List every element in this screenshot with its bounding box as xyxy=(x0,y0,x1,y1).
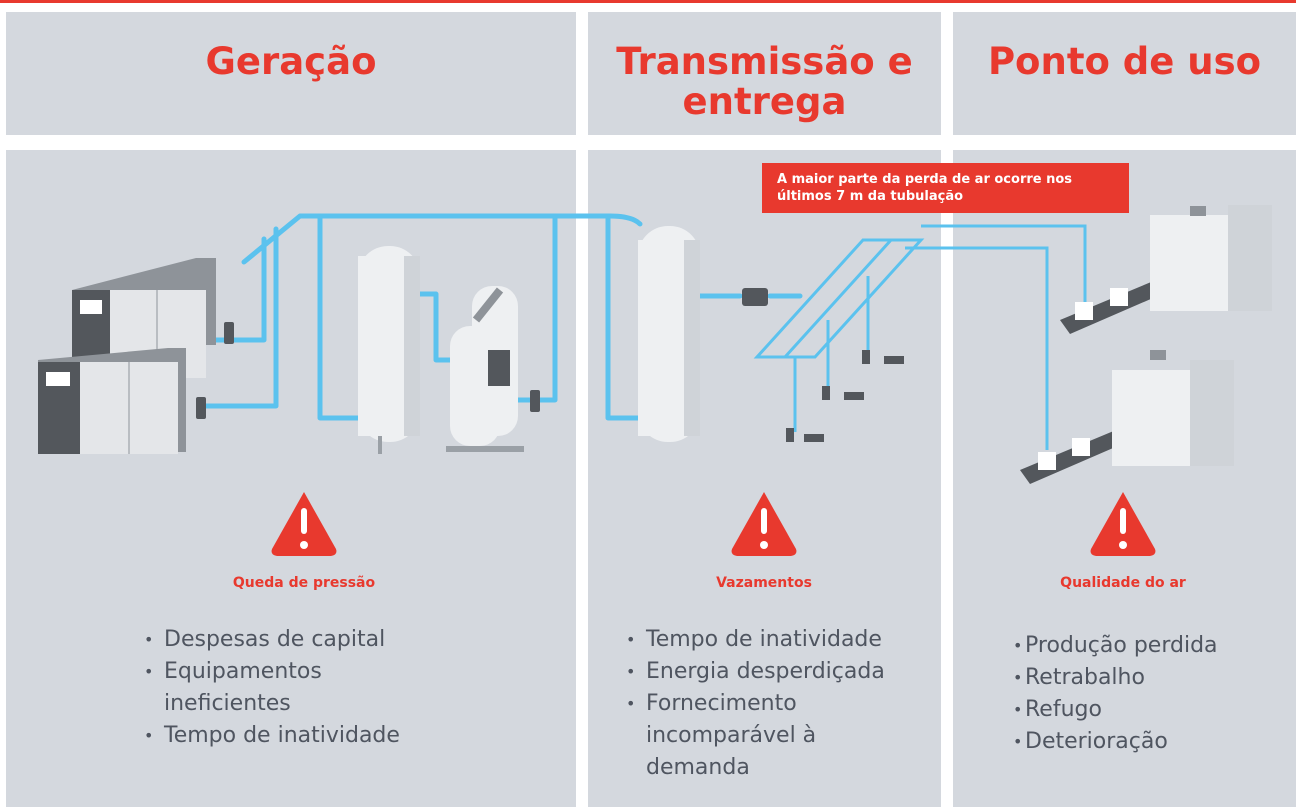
column-title-transmission: Transmissão e entrega xyxy=(616,40,913,123)
warning-triangle-icon-transmission xyxy=(731,492,797,556)
top-accent-line xyxy=(0,0,1296,3)
list-item: Produção perdida xyxy=(1013,630,1273,662)
header-panel-generation: Geração xyxy=(6,12,576,135)
compressor-unit-front xyxy=(38,348,186,454)
pipe-network xyxy=(202,213,803,421)
column-title-generation: Geração xyxy=(205,40,377,83)
column-title-point-of-use: Ponto de uso xyxy=(987,40,1262,83)
distribution-grid xyxy=(753,224,1087,450)
production-line-upper xyxy=(1060,205,1272,334)
list-item: Despesas de capital xyxy=(144,624,454,656)
list-item: Fornecimento incomparável à demanda xyxy=(626,688,836,784)
list-item: Retrabalho xyxy=(1013,662,1273,694)
list-item: Refugo xyxy=(1013,694,1273,726)
list-item: Tempo de inatividade xyxy=(626,624,926,656)
header-panel-point-of-use: Ponto de uso xyxy=(953,12,1296,135)
storage-tank-2 xyxy=(638,226,700,442)
inline-filters xyxy=(196,288,768,419)
air-loss-callout: A maior parte da perda de ar ocorre nos … xyxy=(762,163,1129,213)
air-dryer xyxy=(446,286,524,452)
list-item: Deterioração xyxy=(1013,726,1273,758)
list-item: Equipamentos ineficientes xyxy=(144,656,364,720)
production-line-lower xyxy=(1020,350,1234,484)
warning-label-point-of-use: Qualidade do ar xyxy=(1060,575,1186,591)
list-item: Tempo de inatividade xyxy=(144,720,454,752)
list-item: Energia desperdiçada xyxy=(626,656,926,688)
pneumatic-tools xyxy=(786,350,904,442)
warning-label-generation: Queda de pressão xyxy=(232,575,376,591)
warning-label-transmission: Vazamentos xyxy=(716,575,812,591)
warning-triangle-icon-point-of-use xyxy=(1090,492,1156,556)
list-point-of-use: Produção perdida Retrabalho Refugo Deter… xyxy=(1013,630,1273,758)
list-generation: Despesas de capital Equipamentos inefici… xyxy=(144,624,454,752)
header-panel-transmission: Transmissão e entrega xyxy=(588,12,941,135)
storage-tank-1 xyxy=(358,246,420,454)
warning-triangle-icon-generation xyxy=(271,492,337,556)
list-transmission: Tempo de inatividade Energia desperdiçad… xyxy=(626,624,926,784)
